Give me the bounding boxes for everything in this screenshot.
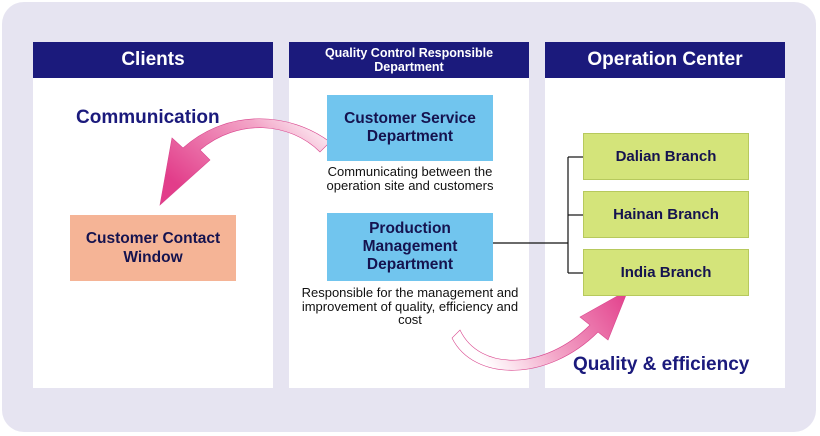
quality-efficiency-label: Quality & efficiency <box>573 354 750 375</box>
production-note: Responsible for the management and impro… <box>301 285 519 327</box>
production-management-department-box: Production Management Department <box>327 213 493 281</box>
india-branch-box: India Branch <box>583 249 749 296</box>
quality-efficiency-arrow <box>451 289 629 371</box>
clients-header: Clients <box>33 42 273 78</box>
quality-control-header: Quality Control Responsible Department <box>289 42 529 78</box>
customer-service-department-box: Customer Service Department <box>327 95 493 161</box>
communication-arrow <box>159 118 331 206</box>
branch-connector-lines <box>492 156 583 274</box>
communication-label: Communication <box>76 107 220 128</box>
customer-service-note: Communicating between the operation site… <box>326 164 494 193</box>
operation-center-header: Operation Center <box>545 42 785 78</box>
customer-contact-window-box: Customer Contact Window <box>70 215 236 281</box>
hainan-branch-box: Hainan Branch <box>583 191 749 238</box>
dalian-branch-box: Dalian Branch <box>583 133 749 180</box>
